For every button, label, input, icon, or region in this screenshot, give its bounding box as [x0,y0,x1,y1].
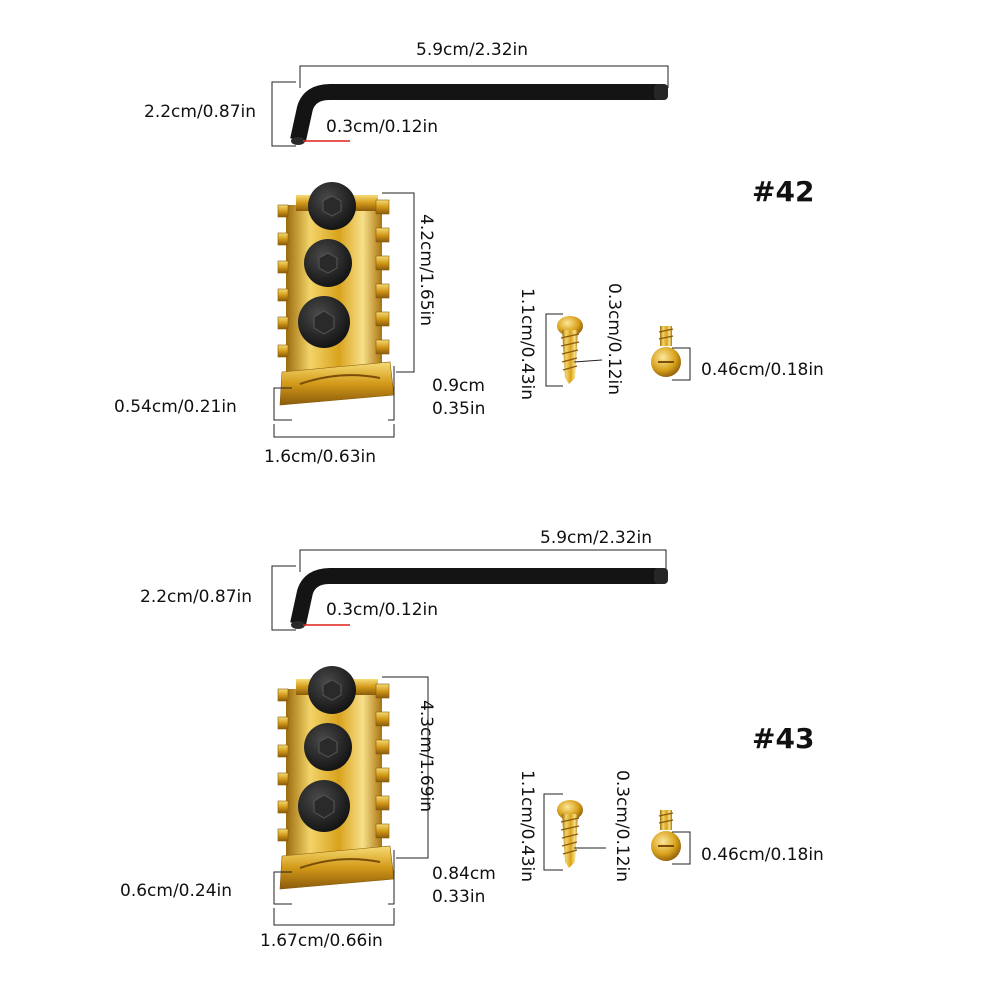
wrench-42-dimension-lines [271,65,669,147]
short-screw-42 [650,325,682,378]
long-screw-42 [556,315,584,385]
short-screw-43-dimension-lines [672,831,691,865]
nut-43-length-label: 4.3cm/1.69in [416,700,436,813]
short-screw-42-head-label: 0.46cm/0.18in [701,360,824,380]
nut-42-length-label: 4.2cm/1.65in [416,214,436,327]
locking-nut-42 [277,181,395,406]
long-screw-43-diameter-label: 0.3cm/0.12in [612,770,632,883]
model-number-42: #42 [752,175,815,208]
wrench-42-thickness-label: 0.3cm/0.12in [326,117,439,137]
model-number-43: #43 [752,722,815,755]
wrench-43-length-label: 5.9cm/2.32in [540,528,653,548]
long-screw-43 [556,799,584,869]
long-screw-43-length-label: 1.1cm/0.43in [517,770,537,883]
nut-43-depth-line2: 0.33in [432,887,486,907]
wrench-43-dimension-lines [271,549,667,631]
nut-42-depth-line2: 0.35in [432,399,486,419]
nut-42-base-height-label: 0.54cm/0.21in [114,397,237,417]
nut-43-width-label: 1.67cm/0.66in [260,931,383,951]
nut-42-width-label: 1.6cm/0.63in [264,447,377,467]
long-screw-42-diameter-label: 0.3cm/0.12in [604,283,624,396]
nut-43-dimension-lines [273,676,429,926]
nut-42-dimension-lines [273,192,415,438]
short-screw-43 [650,809,682,862]
nut-43-base-height-label: 0.6cm/0.24in [120,881,233,901]
locking-nut-43 [277,665,395,890]
long-screw-42-length-label: 1.1cm/0.43in [517,288,537,401]
wrench-42-height-label: 2.2cm/0.87in [144,102,257,122]
nut-43-depth-line1: 0.84cm [432,864,496,884]
wrench-43-thickness-label: 0.3cm/0.12in [326,600,439,620]
long-screw-42-dimension-lines [545,313,603,387]
wrench-43-height-label: 2.2cm/0.87in [140,587,253,607]
nut-42-depth-line1: 0.9cm [432,376,485,396]
short-screw-43-head-label: 0.46cm/0.18in [701,845,824,865]
short-screw-42-dimension-lines [672,347,691,381]
wrench-42-length-label: 5.9cm/2.32in [416,40,529,60]
long-screw-43-dimension-lines [543,793,606,871]
